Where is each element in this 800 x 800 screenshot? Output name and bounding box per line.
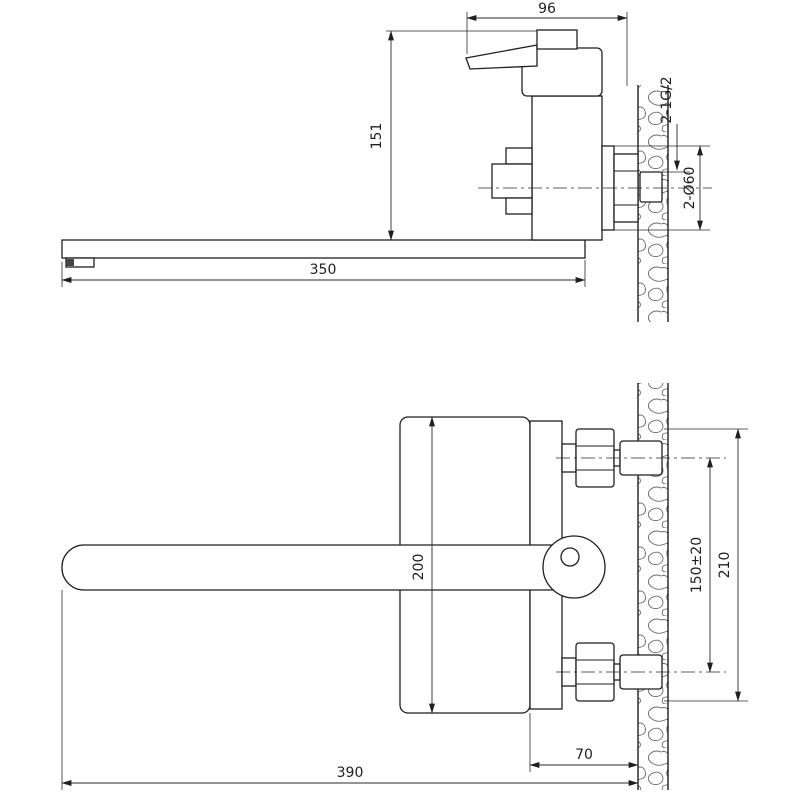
handle-paddle-side bbox=[536, 29, 578, 50]
dimensions-side: 96 151 350 2-1G/2 2-Ø60 bbox=[61, 1, 710, 287]
dim-wall-offset-label: 70 bbox=[575, 747, 593, 763]
dim-handle-width-label: 96 bbox=[538, 1, 556, 17]
faucet-front bbox=[61, 416, 726, 714]
dim-centers-spacing-label: 150±20 bbox=[689, 537, 705, 593]
dim-escutcheon-label: 2-Ø60 bbox=[682, 167, 698, 210]
dimensions-front: 200 150±20 210 70 390 bbox=[61, 416, 748, 790]
dim-overall-height-label: 210 bbox=[717, 552, 733, 579]
body-column-side bbox=[531, 95, 603, 241]
wall-fitting-side bbox=[639, 171, 663, 203]
spout-joint-front bbox=[542, 535, 606, 599]
spout-side bbox=[61, 239, 586, 259]
dim-height-label: 151 bbox=[369, 123, 385, 150]
dim-body-height-label: 200 bbox=[411, 554, 427, 581]
spout-joint-cap bbox=[560, 547, 580, 567]
dim-thread-label: 2-1G/2 bbox=[659, 76, 675, 123]
wall-section-side bbox=[637, 85, 669, 322]
aerator-tip bbox=[66, 259, 74, 266]
faucet-side bbox=[61, 29, 712, 268]
diverter-knob bbox=[491, 163, 533, 199]
wall-hatch-side bbox=[638, 85, 668, 322]
front-view: 200 150±20 210 70 390 bbox=[61, 383, 748, 790]
diverter-stem-top bbox=[505, 147, 533, 165]
spout-front bbox=[61, 544, 579, 591]
dim-overall-width-label: 390 bbox=[337, 765, 364, 781]
side-view: 96 151 350 2-1G/2 2-Ø60 bbox=[61, 1, 712, 322]
handle-lever-side bbox=[465, 44, 538, 70]
dim-spout-reach-label: 350 bbox=[310, 262, 337, 278]
diverter-stem-bottom bbox=[505, 197, 533, 215]
